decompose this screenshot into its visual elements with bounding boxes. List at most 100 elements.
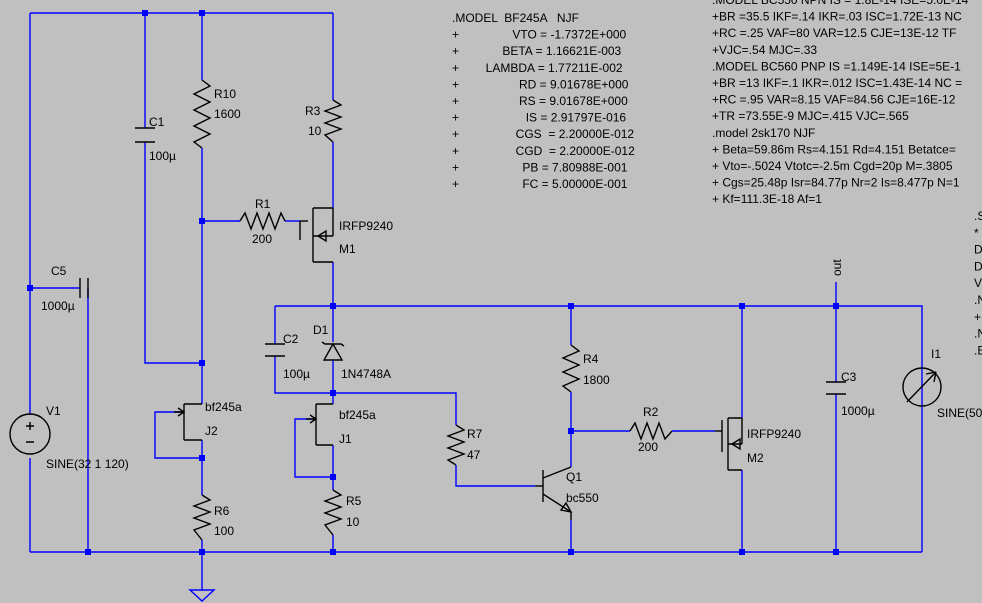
v1-value: SINE(32 1 120) — [46, 457, 129, 471]
r10-value: 1600 — [214, 107, 241, 121]
r5-value: 10 — [346, 515, 360, 529]
model-bf245a-line: .MODEL BF245A NJF — [452, 11, 579, 25]
model-right-line: .MODEL BC550 NPN IS = 1.8E-14 ISE=5.0E-1… — [712, 0, 969, 7]
c1-value: 100µ — [149, 149, 176, 163]
m1-model: IRFP9240 — [339, 219, 393, 233]
c5-value: 1000µ — [41, 299, 75, 313]
r4-name: R4 — [583, 352, 599, 366]
resistor-r7-symbol[interactable] — [446, 424, 466, 466]
r5-name: R5 — [346, 494, 362, 508]
bjt-q1-symbol[interactable] — [535, 466, 573, 520]
out-net-label[interactable]: out — [830, 259, 844, 276]
resistor-r3-symbol[interactable] — [323, 99, 343, 143]
model-bf245a-line: + FC = 5.00000E-001 — [452, 177, 628, 191]
model-right-line: + Cgs=25.48p Isr=84.77p Nr=2 Is=8.477p N… — [712, 176, 960, 190]
capacitor-c5-symbol[interactable] — [79, 278, 89, 298]
r6-value: 100 — [214, 524, 234, 538]
m2-name: M2 — [747, 451, 764, 465]
jfet-j1-symbol[interactable] — [306, 403, 333, 446]
model-right-line: + Kf=111.3E-18 Af=1 — [712, 192, 822, 206]
model-bf245a-line: + BETA = 1.16621E-003 — [452, 44, 622, 58]
c3-value: 1000µ — [841, 404, 875, 418]
model-bf245a-line: + VTO = -1.7372E+000 — [452, 28, 627, 42]
model-right-line: +RC =.95 VAR=8.15 VAF=84.56 CJE=16E-12 — [712, 93, 956, 107]
capacitor-c3-symbol[interactable] — [826, 381, 846, 395]
q1-name: Q1 — [566, 470, 582, 484]
r2-value: 200 — [638, 440, 658, 454]
j2-name: J2 — [205, 424, 218, 438]
model-right-line: + Beta=59.86m Rs=4.151 Rd=4.151 Betatce= — [712, 142, 956, 156]
resistor-r6-symbol[interactable] — [192, 494, 212, 541]
model-right-line: + Vto=-.5024 Vtotc=-2.5m Cgd=20p M=.3805 — [712, 159, 953, 173]
junctions — [27, 10, 839, 555]
model-far-right-line: .N — [974, 293, 982, 307]
model-bf245a-line: + LAMBDA = 1.77211E-002 — [452, 61, 623, 75]
model-far-right-line: .E — [974, 343, 982, 357]
r3-name: R3 — [305, 104, 321, 118]
d1-name: D1 — [313, 323, 329, 337]
current-source-i1-symbol[interactable] — [902, 367, 942, 407]
model-right-line: .model 2sk170 NJF — [712, 126, 815, 140]
r3-value: 10 — [308, 124, 322, 138]
model-right-line: +VJC=.54 MJC=.33 — [712, 43, 817, 57]
v1-name: V1 — [46, 404, 61, 418]
model-far-right-line: .S — [974, 209, 982, 223]
model-bc550-bc560-2sk170-directive[interactable]: .MODEL BC550 NPN IS = 1.8E-14 ISE=5.0E-1… — [712, 0, 969, 206]
c1-name: C1 — [149, 115, 165, 129]
i1-value: SINE(50 — [937, 406, 982, 420]
r1-name: R1 — [255, 197, 271, 211]
mosfet-m2-symbol[interactable] — [715, 417, 743, 471]
jfet-j2-symbol[interactable] — [174, 403, 202, 441]
model-far-right-line: .N — [974, 327, 982, 341]
model-far-right-line: * — [974, 226, 979, 240]
resistor-r4-symbol[interactable] — [561, 344, 581, 393]
m2-model: IRFP9240 — [747, 427, 801, 441]
voltage-source-v1-symbol[interactable] — [9, 413, 51, 455]
model-far-right-directive[interactable]: .S*DDV.N+.N.E — [974, 209, 982, 357]
j1-model: bf245a — [339, 408, 376, 422]
model-far-right-line: D — [974, 243, 982, 257]
model-bf245a-line: + IS = 2.91797E-016 — [452, 111, 626, 125]
model-bf245a-line: + CGD = 2.20000E-012 — [452, 144, 635, 158]
model-bf245a-line: + CGS = 2.20000E-012 — [452, 127, 634, 141]
r4-value: 1800 — [583, 373, 610, 387]
j2-model: bf245a — [205, 400, 242, 414]
c2-value: 100µ — [283, 367, 310, 381]
c2-name: C2 — [283, 332, 299, 346]
d1-model: 1N4748A — [341, 367, 391, 381]
m1-name: M1 — [339, 242, 356, 256]
model-far-right-line: + — [974, 310, 981, 324]
c3-name: C3 — [841, 370, 857, 384]
capacitor-c1-symbol[interactable] — [135, 127, 155, 143]
resistor-r2-symbol[interactable] — [629, 421, 673, 441]
resistor-r1-symbol[interactable] — [239, 211, 286, 231]
model-right-line: +BR =13 IKF=.1 IKR=.012 ISC=1.43E-14 NC … — [712, 76, 962, 90]
model-bf245a-line: + PB = 7.80988E-001 — [452, 160, 628, 174]
r1-value: 200 — [252, 232, 272, 246]
r2-name: R2 — [643, 405, 659, 419]
model-right-line: .MODEL BC560 PNP IS =1.149E-14 ISE=5E-1 — [712, 59, 961, 73]
i1-name: I1 — [931, 347, 941, 361]
capacitor-c2-symbol[interactable] — [265, 343, 285, 357]
q1-model: bc550 — [566, 491, 599, 505]
model-bf245a-line: + RS = 9.01678E+000 — [452, 94, 628, 108]
r7-value: 47 — [467, 448, 481, 462]
model-right-line: +RC =.25 VAF=80 VAR=12.5 CJE=13E-12 TF — [712, 26, 956, 40]
zener-diode-d1-symbol[interactable] — [321, 341, 345, 361]
r7-name: R7 — [467, 427, 483, 441]
wires — [29, 12, 923, 590]
model-right-line: +TR =73.55E-9 MJC=.415 VJC=.565 — [712, 109, 909, 123]
ground-symbol — [188, 589, 216, 602]
model-bf245a-directive[interactable]: .MODEL BF245A NJF + VTO = -1.7372E+000 + B… — [452, 11, 635, 191]
c5-name: C5 — [51, 264, 67, 278]
j1-name: J1 — [339, 432, 352, 446]
model-bf245a-line: + RD = 9.01678E+000 — [452, 77, 629, 91]
r6-name: R6 — [214, 504, 230, 518]
mosfet-m1-symbol[interactable] — [299, 207, 334, 263]
model-right-line: +BR =35.5 IKF=.14 IKR=.03 ISC=1.72E-13 N… — [712, 10, 962, 24]
resistor-r5-symbol[interactable] — [323, 489, 343, 536]
resistor-r10-symbol[interactable] — [192, 79, 212, 149]
model-far-right-line: V — [974, 276, 982, 290]
model-far-right-line: D — [974, 259, 982, 273]
